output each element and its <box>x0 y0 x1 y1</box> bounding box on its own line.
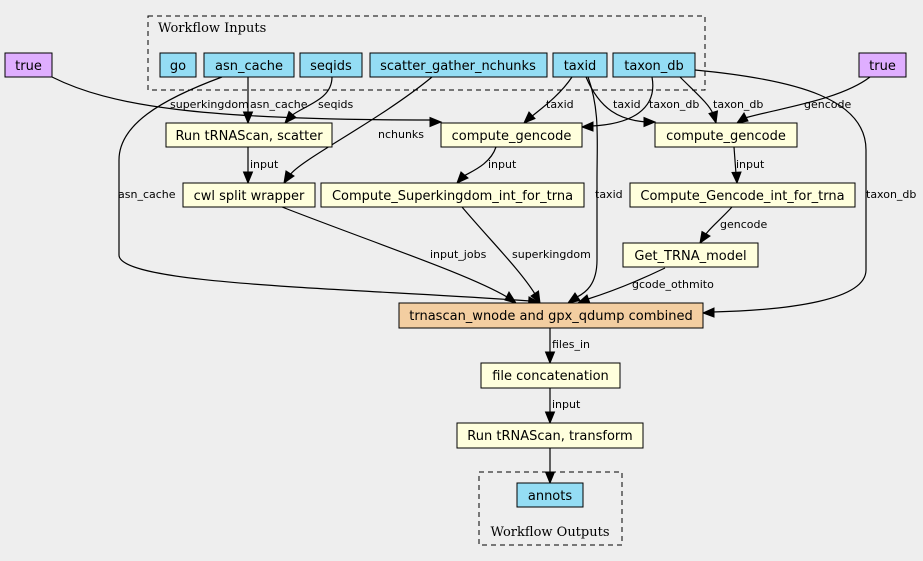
cluster-outputs-title: Workflow Outputs <box>491 525 610 540</box>
node-cwl-split-wrapper[interactable]: cwl split wrapper <box>182 182 316 208</box>
nodes: go asn_cache seqids scatter_gather_nchun… <box>4 52 907 508</box>
node-compute-superkingdom[interactable]: Compute_Superkingdom_int_for_trna <box>320 182 585 208</box>
node-taxon-db[interactable]: taxon_db <box>612 52 696 78</box>
node-cwl-split-wrapper-label: cwl split wrapper <box>194 189 305 204</box>
cluster-workflow-inputs: Workflow Inputs <box>147 15 706 91</box>
node-run-trnascan-scatter-label: Run tRNAScan, scatter <box>175 129 323 144</box>
node-get-trna-model[interactable]: Get_TRNA_model <box>622 242 759 268</box>
edge-label-gencode-2: gencode <box>720 218 767 231</box>
edge-label-seqids: seqids <box>318 98 354 111</box>
edge-label-taxon-db-2: taxon_db <box>713 98 763 111</box>
edge-label-taxid-3: taxid <box>595 188 623 201</box>
node-go[interactable]: go <box>159 52 197 78</box>
edge-label-asn-cache-1: asn_cache <box>250 98 308 111</box>
edge-run-transform-to-annots <box>544 448 556 485</box>
edge-label-superkingdom-1: superkingdom <box>170 98 249 111</box>
edges: superkingdom asn_cache seqids taxid taxi… <box>51 69 916 485</box>
node-run-trnascan-scatter[interactable]: Run tRNAScan, scatter <box>165 122 333 148</box>
node-compute-gencode-1[interactable]: compute_gencode <box>440 122 583 148</box>
node-get-trna-model-label: Get_TRNA_model <box>634 249 746 264</box>
edge-true-right-to-compute-gencode-2 <box>735 76 871 124</box>
node-annots-label: annots <box>528 489 572 504</box>
node-asn-cache-label: asn_cache <box>215 59 283 74</box>
edge-taxon-db-to-compute-gencode-2 <box>679 76 719 125</box>
node-compute-gencode-2-label: compute_gencode <box>666 129 786 144</box>
edge-label-taxid-2: taxid <box>613 98 641 111</box>
node-seqids-label: seqids <box>310 59 352 74</box>
node-taxid[interactable]: taxid <box>552 52 608 78</box>
node-asn-cache[interactable]: asn_cache <box>203 52 295 78</box>
edge-trnascan-combined-to-file-concat <box>544 328 556 365</box>
edge-gencode-int-to-get-trna-model <box>699 206 733 245</box>
edge-seqids-to-run-trnascan-scatter <box>284 76 333 124</box>
node-compute-gencode-int-label: Compute_Gencode_int_for_trna <box>640 189 844 204</box>
node-scatter-gather-nchunks-label: scatter_gather_nchunks <box>380 59 536 74</box>
cluster-workflow-outputs: Workflow Outputs <box>478 471 623 546</box>
node-compute-gencode-1-label: compute_gencode <box>452 129 572 144</box>
edge-label-gencode-1: gencode <box>804 98 851 111</box>
node-true-right-label: true <box>869 59 896 74</box>
edge-label-input-1: input <box>250 158 279 171</box>
edge-get-trna-model-to-trnascan-combined <box>576 267 666 305</box>
edge-run-scatter-to-cwl-split <box>242 147 254 185</box>
node-seqids[interactable]: seqids <box>299 52 363 78</box>
edge-label-input-4: input <box>552 398 581 411</box>
edge-taxon-db-to-compute-gencode-1 <box>580 76 654 132</box>
edge-label-files-in: files_in <box>552 338 590 351</box>
node-true-right[interactable]: true <box>858 52 907 78</box>
edge-superkingdom-to-trnascan-combined <box>461 206 541 305</box>
node-file-concatenation[interactable]: file concatenation <box>480 362 621 389</box>
node-true-left-label: true <box>15 59 42 74</box>
edge-true-left-to-compute-gencode-1 <box>51 76 443 128</box>
edge-label-taxid-1: taxid <box>546 98 574 111</box>
node-true-left[interactable]: true <box>4 52 53 78</box>
node-run-trnascan-transform-label: Run tRNAScan, transform <box>467 429 632 444</box>
edge-file-concat-to-run-transform <box>544 388 556 425</box>
node-compute-superkingdom-label: Compute_Superkingdom_int_for_trna <box>332 189 573 204</box>
node-compute-gencode-int[interactable]: Compute_Gencode_int_for_trna <box>629 182 856 208</box>
node-taxid-label: taxid <box>564 59 597 74</box>
edge-label-superkingdom-2: superkingdom <box>512 248 591 261</box>
node-go-label: go <box>170 59 186 74</box>
edge-compute-gencode-1-to-superkingdom <box>456 146 497 184</box>
node-compute-gencode-2[interactable]: compute_gencode <box>654 122 798 148</box>
edge-label-gcode-othmito: gcode_othmito <box>632 278 714 291</box>
edge-compute-gencode-2-to-gencode-int <box>731 146 742 185</box>
edge-taxid-to-trnascan-combined <box>566 76 598 304</box>
edge-asn-cache-to-run-trnascan-scatter <box>242 77 254 125</box>
edge-label-asn-cache-2: asn_cache <box>118 188 176 201</box>
node-annots[interactable]: annots <box>516 482 584 508</box>
node-trnascan-combined[interactable]: trnascan_wnode and gpx_qdump combined <box>398 302 704 329</box>
edge-label-input-3: input <box>736 158 765 171</box>
node-scatter-gather-nchunks[interactable]: scatter_gather_nchunks <box>369 52 548 78</box>
edge-label-nchunks: nchunks <box>378 128 424 141</box>
edge-label-input-jobs: input_jobs <box>430 248 487 261</box>
edge-label-taxon-db-1: taxon_db <box>649 98 699 111</box>
node-taxon-db-label: taxon_db <box>624 59 684 74</box>
edge-taxid-to-compute-gencode-1 <box>523 76 573 124</box>
edge-nchunks-to-cwl-split-wrapper <box>283 76 433 185</box>
node-trnascan-combined-label: trnascan_wnode and gpx_qdump combined <box>409 309 692 324</box>
node-file-concatenation-label: file concatenation <box>492 369 609 384</box>
edge-taxon-db-to-trnascan-combined <box>694 69 867 318</box>
node-run-trnascan-transform[interactable]: Run tRNAScan, transform <box>456 422 644 449</box>
edge-cwl-split-to-trnascan-combined <box>281 206 518 304</box>
cluster-inputs-title: Workflow Inputs <box>158 21 266 36</box>
edge-label-taxon-db-3: taxon_db <box>866 188 916 201</box>
edge-label-input-2: input <box>488 158 517 171</box>
